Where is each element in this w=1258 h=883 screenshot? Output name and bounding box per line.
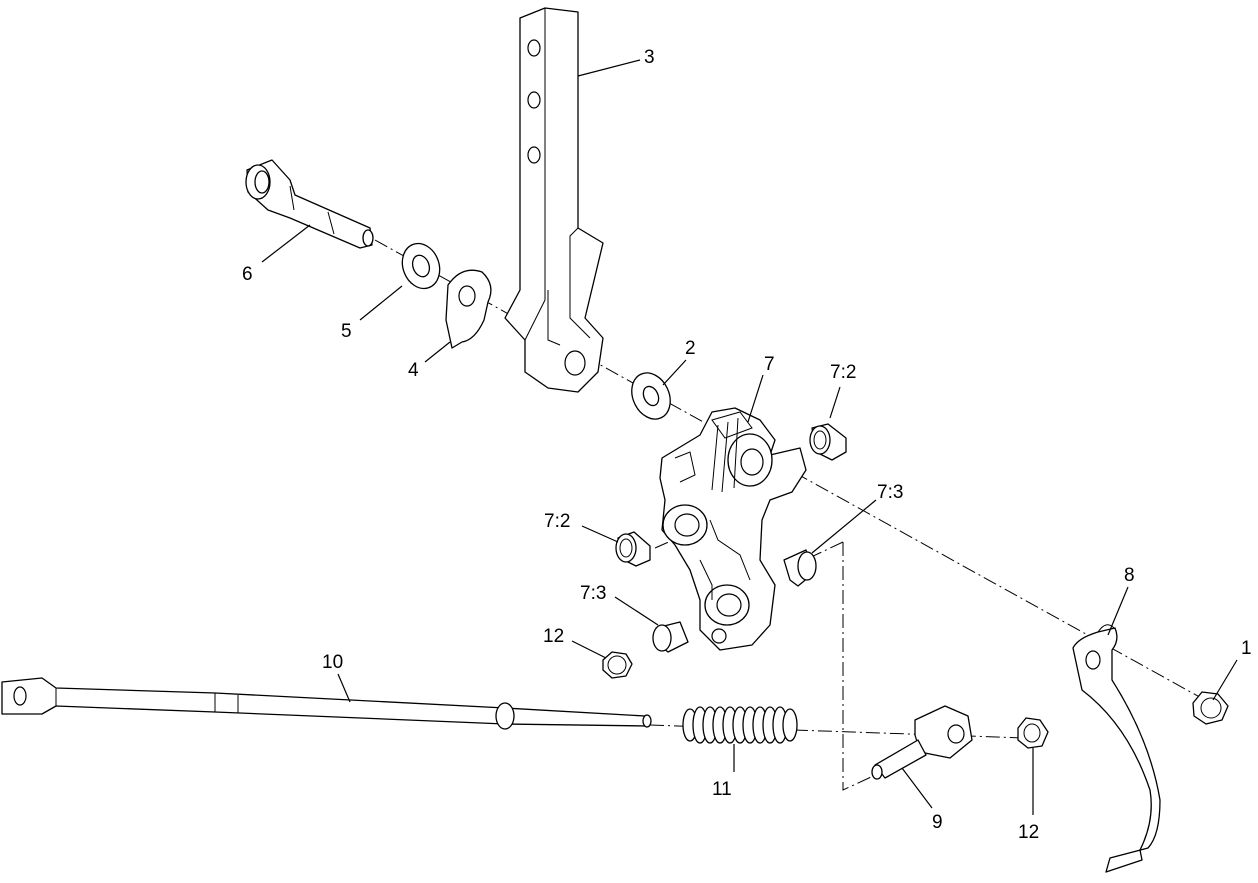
control-lever-part-7 (659, 407, 807, 651)
callout-1: 1 (1241, 638, 1252, 659)
callout-3: 3 (644, 47, 655, 68)
shoulder-bolt-part-6 (245, 159, 374, 249)
callout-2: 2 (685, 338, 696, 359)
callout-7: 7 (764, 354, 775, 375)
compression-spring-part-11 (682, 706, 798, 744)
flat-washer-part-5 (401, 242, 441, 290)
callout-7-2-upper: 7:2 (830, 362, 856, 383)
callout-6: 6 (242, 264, 253, 285)
tab-washer-part-4 (445, 269, 492, 349)
callout-7-3-right: 7:3 (877, 482, 903, 503)
callout-12-right: 12 (1018, 822, 1039, 843)
mounting-bracket-part-3 (504, 7, 604, 393)
callout-8: 8 (1124, 565, 1135, 586)
washer-part-2 (631, 372, 671, 420)
hex-nut-part-12-right (1017, 717, 1049, 749)
spacer-part-7-3-left (652, 621, 689, 653)
swivel-pin-part-9 (871, 705, 973, 780)
callout-5: 5 (341, 321, 352, 342)
hex-nut-part-12-left (602, 651, 633, 679)
callout-9: 9 (932, 812, 943, 833)
callout-labels: 1 2 3 4 5 6 7 7:2 7:2 7:3 7:3 8 9 10 11 … (242, 47, 1252, 843)
callout-7-3-left: 7:3 (580, 583, 606, 604)
rod-part-10 (1, 677, 652, 730)
bushing-part-7-2-lower (615, 531, 651, 567)
hex-nut-part-1 (1192, 691, 1229, 725)
spacer-part-7-3-right (783, 549, 817, 587)
callout-7-2-lower: 7:2 (544, 511, 570, 532)
bushing-part-7-2-upper (809, 423, 847, 461)
callout-10: 10 (322, 652, 343, 673)
curved-strap-part-8 (1072, 624, 1161, 873)
leader-lines (261, 59, 1238, 815)
callout-4: 4 (408, 360, 419, 381)
callout-12-left: 12 (543, 626, 564, 647)
callout-11: 11 (712, 779, 732, 800)
